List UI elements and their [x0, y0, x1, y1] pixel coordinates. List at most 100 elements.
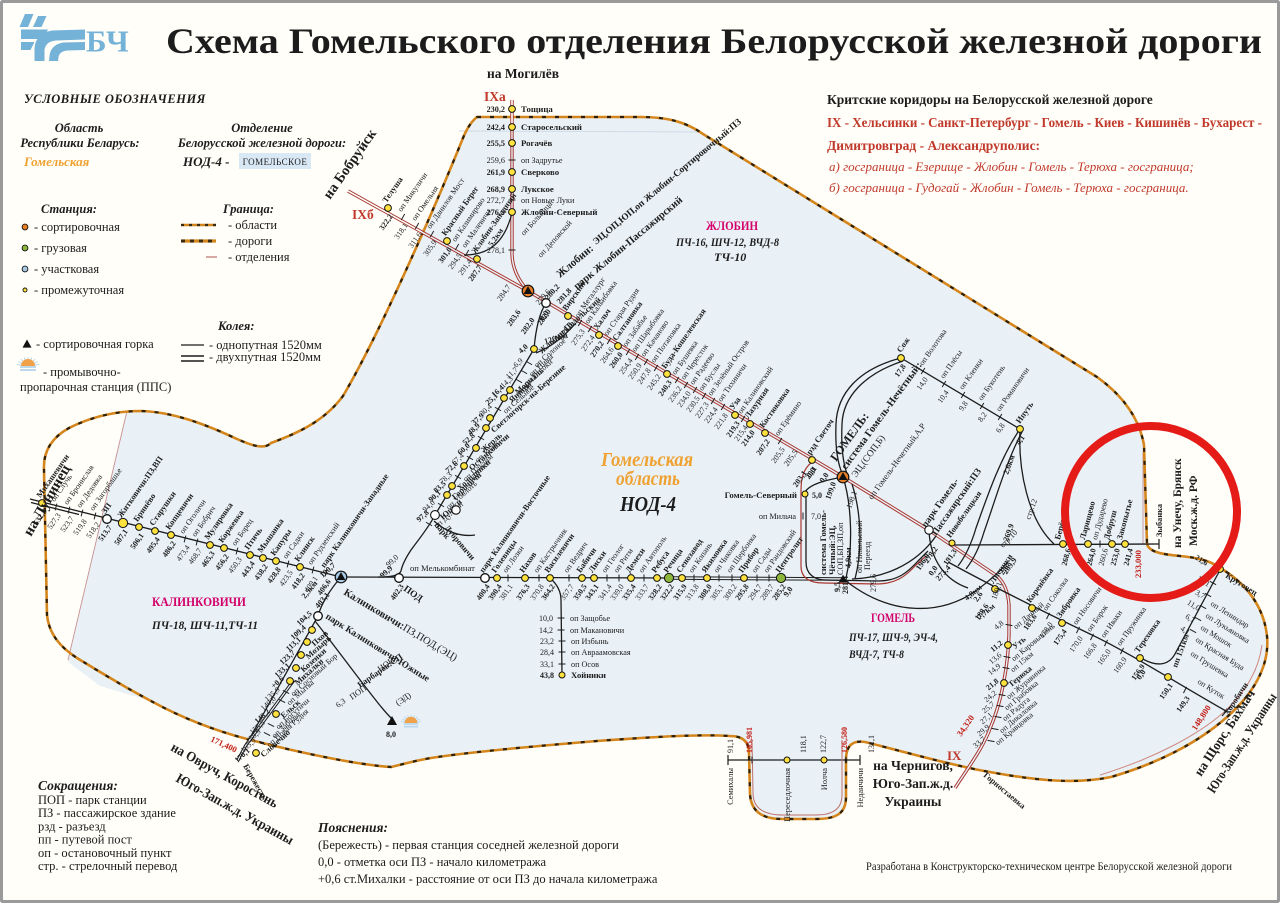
svg-text:7,0: 7,0 [811, 512, 821, 521]
svg-text:268,6: 268,6 [1060, 547, 1073, 566]
svg-text:Отделение: Отделение [231, 121, 293, 135]
svg-text:126,580: 126,580 [840, 727, 849, 753]
svg-text:IXа: IXа [484, 89, 506, 104]
svg-text:Чётный:ЭЦ,: Чётный:ЭЦ, [827, 525, 837, 575]
svg-text:оп Осов: оп Осов [571, 660, 599, 669]
svg-text:Схема Гомельского отделения Бе: Схема Гомельского отделения Белорусской … [166, 21, 1262, 61]
svg-text:КАЛИНКОВИЧИ: КАЛИНКОВИЧИ [152, 595, 246, 609]
svg-text:3,7: 3,7 [1194, 588, 1207, 601]
svg-text:233,000: 233,000 [1133, 550, 1143, 578]
svg-text:Область: Область [55, 121, 104, 135]
svg-text:ГОМЕЛЬ: ГОМЕЛЬ [871, 611, 915, 625]
svg-text:- промежуточная: - промежуточная [34, 283, 124, 297]
svg-text:242,4: 242,4 [487, 123, 505, 132]
svg-text:пропарочная станция (ППС): пропарочная станция (ППС) [20, 380, 171, 394]
svg-text:Переседлочная: Переседлочная [783, 768, 792, 822]
svg-text:0,0 - отметка оси ПЗ - начало: 0,0 - отметка оси ПЗ - начало километраж… [318, 855, 547, 869]
svg-text:(Бережесть) - первая станция с: (Бережесть) - первая станция соседней же… [318, 838, 619, 852]
svg-text:Семихалы: Семихалы [726, 768, 735, 805]
svg-text:8,0: 8,0 [386, 730, 396, 739]
svg-text:Гомель-Северный: Гомель-Северный [725, 490, 797, 500]
svg-text:ГОМЕЛЬСКОЕ: ГОМЕЛЬСКОЕ [243, 157, 308, 167]
svg-text:Переезд: Переезд [863, 542, 872, 570]
svg-text:Иолча: Иолча [820, 768, 829, 791]
svg-text:6,7: 6,7 [1184, 612, 1197, 625]
svg-text:пп - путевой пост: пп - путевой пост [38, 833, 132, 847]
svg-text:14,2: 14,2 [539, 626, 553, 635]
svg-text:105,981: 105,981 [745, 727, 754, 753]
svg-text:131,1: 131,1 [867, 735, 876, 753]
svg-text:23,2: 23,2 [540, 637, 554, 646]
svg-text:- дороги: - дороги [228, 234, 273, 248]
svg-text:система Гомель-: система Гомель- [818, 510, 828, 575]
svg-text:264,0: 264,0 [1085, 547, 1098, 566]
svg-text:оп Никольский: оп Никольский [855, 520, 864, 573]
svg-text:276,9: 276,9 [487, 208, 505, 217]
svg-text:259,6: 259,6 [487, 156, 505, 165]
svg-text:Гомельская: Гомельская [600, 449, 693, 471]
svg-text:- области: - области [228, 218, 277, 232]
svg-text:на Могилёв: на Могилёв [487, 66, 559, 81]
svg-text:оп Новые Луки: оп Новые Луки [521, 196, 575, 205]
svg-text:рзд - разъезд: рзд - разъезд [38, 819, 106, 833]
svg-text:ТЧ-10: ТЧ-10 [714, 250, 746, 264]
svg-text:Станция:: Станция: [41, 202, 97, 216]
svg-text:Лукское: Лукское [521, 184, 554, 194]
svg-text:Разработана в Конструкторско: Разработана в Конструкторско-техническом… [866, 861, 1232, 873]
svg-text:4,1: 4,1 [1179, 624, 1192, 637]
svg-text:ПЗ - пассажирское здание: ПЗ - пассажирское здание [38, 806, 176, 820]
svg-text:253,0: 253,0 [1109, 547, 1122, 566]
svg-text:IX - Хельсинки - Санкт-Петербу: IX - Хельсинки - Санкт-Петербург - Гомел… [827, 115, 1262, 130]
svg-text:стр. - стрелочный перевод: стр. - стрелочный перевод [38, 859, 178, 873]
svg-text:IXб: IXб [352, 207, 374, 222]
svg-text:БЧ: БЧ [86, 24, 130, 59]
svg-text:10,0: 10,0 [539, 614, 553, 623]
svg-text:оп Мильча: оп Мильча [759, 512, 796, 521]
svg-text:Старосельский: Старосельский [521, 122, 582, 132]
svg-text:- двухпутная 1520мм: - двухпутная 1520мм [209, 350, 321, 364]
svg-text:9,5: 9,5 [833, 582, 842, 592]
svg-text:оп Задрутье: оп Задрутье [521, 156, 563, 165]
svg-text:Рогачёв: Рогачёв [521, 138, 552, 148]
svg-text:Республики Беларусь:: Республики Беларусь: [20, 136, 139, 150]
svg-text:Белорусской железной дороги:: Белорусской железной дороги: [177, 136, 346, 150]
svg-text:на Унечу, Брянск: на Унечу, Брянск [1172, 458, 1184, 548]
svg-text:28,4: 28,4 [540, 648, 554, 657]
svg-text:а) госграница - Езерище - Жлоб: а) госграница - Езерище - Жлобин - Гомел… [829, 159, 1194, 174]
svg-text:261,9: 261,9 [487, 168, 505, 177]
svg-text:оп Макановичи: оп Макановичи [570, 626, 625, 635]
svg-text:Пояснения:: Пояснения: [317, 820, 388, 835]
svg-text:оп - остановочный пункт: оп - остановочный пункт [38, 846, 172, 860]
svg-text:122,7: 122,7 [819, 735, 828, 753]
svg-text:- сортировочная: - сортировочная [34, 220, 120, 234]
svg-text:- отделения: - отделения [228, 250, 290, 264]
svg-text:278,1: 278,1 [487, 246, 505, 255]
svg-text:- сортировочная горка: - сортировочная горка [36, 337, 154, 351]
svg-text:43,8: 43,8 [540, 671, 554, 680]
svg-text:оп Мелькомбинат: оп Мелькомбинат [410, 563, 475, 573]
svg-text:Украины: Украины [885, 794, 942, 809]
svg-text:Димитровград - Александруполис: Димитровград - Александруполис: [827, 138, 1040, 153]
svg-text:Колея:: Колея: [217, 319, 255, 333]
svg-text:ПЧ-18, ШЧ-11,ТЧ-11: ПЧ-18, ШЧ-11,ТЧ-11 [151, 618, 258, 632]
svg-text:- однопутная 1520мм: - однопутная 1520мм [209, 338, 322, 352]
svg-text:Сокращения:: Сокращения: [38, 778, 118, 793]
svg-text:- участковая: - участковая [34, 262, 99, 276]
svg-text:+0,6 ст.Михалки - расстояние о: +0,6 ст.Михалки - расстояние от оси ПЗ д… [318, 872, 658, 886]
svg-text:268,9: 268,9 [487, 185, 505, 194]
svg-text:УСЛОВНЫЕ ОБОЗНАЧЕНИЯ: УСЛОВНЫЕ ОБОЗНАЧЕНИЯ [24, 92, 206, 106]
svg-text:Неданчичи: Неданчичи [856, 767, 865, 807]
svg-text:91,1: 91,1 [726, 739, 735, 753]
svg-text:Юго-Зап.ж.д.: Юго-Зап.ж.д. [873, 776, 953, 791]
svg-text:НОД-4: НОД-4 [619, 492, 676, 516]
svg-text:4,9км: 4,9км [844, 547, 853, 568]
svg-text:Сверково: Сверково [521, 167, 560, 177]
svg-text:Жлобин-Северный: Жлобин-Северный [521, 207, 597, 217]
svg-text:- грузовая: - грузовая [34, 241, 87, 255]
svg-text:241,4: 241,4 [1122, 547, 1135, 566]
svg-text:33,1: 33,1 [540, 660, 554, 669]
svg-text:на Чернигов,: на Чернигов, [873, 758, 953, 773]
svg-text:Хойники: Хойники [571, 670, 606, 680]
svg-text:ПЧ-17, ШЧ-9, ЭЧ-4,: ПЧ-17, ШЧ-9, ЭЧ-4, [848, 630, 938, 644]
svg-text:279,6: 279,6 [869, 574, 878, 592]
